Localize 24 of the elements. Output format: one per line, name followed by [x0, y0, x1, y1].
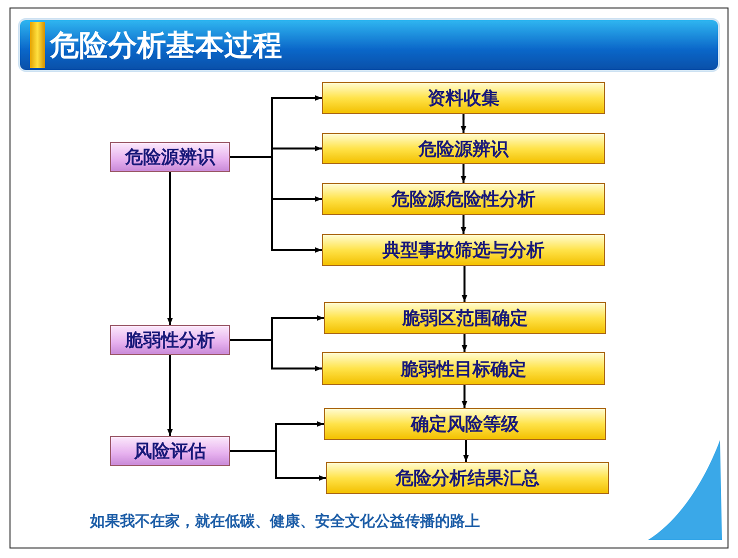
slide-title: 危险分析基本过程	[50, 27, 282, 64]
step-box: 危险源危险性分析	[322, 183, 605, 215]
arrow	[460, 215, 466, 234]
arrow	[462, 266, 468, 302]
step-box: 脆弱性目标确定	[322, 352, 605, 385]
arrow	[230, 339, 322, 372]
stage-box: 风险评估	[110, 436, 230, 466]
step-box: 危险源辨识	[322, 133, 605, 164]
footer-note: 如果我不在家，就在低碳、健康、安全文化公益传播的路上	[90, 512, 480, 531]
arrow	[460, 114, 466, 133]
stage-box: 危险源辨识	[110, 142, 230, 172]
arrow	[462, 334, 468, 352]
arrow	[462, 385, 468, 408]
step-box: 资料收集	[322, 82, 605, 114]
step-box: 确定风险等级	[324, 408, 606, 440]
step-box: 典型事故筛选与分析	[322, 234, 605, 266]
stage-box: 脆弱性分析	[110, 325, 230, 355]
arrow	[460, 164, 466, 183]
step-box: 危险分析结果汇总	[326, 462, 609, 494]
arrow	[167, 355, 173, 436]
arrow	[230, 450, 326, 481]
arrow	[463, 440, 469, 462]
step-box: 脆弱区范围确定	[324, 302, 606, 334]
arrow	[167, 172, 173, 325]
